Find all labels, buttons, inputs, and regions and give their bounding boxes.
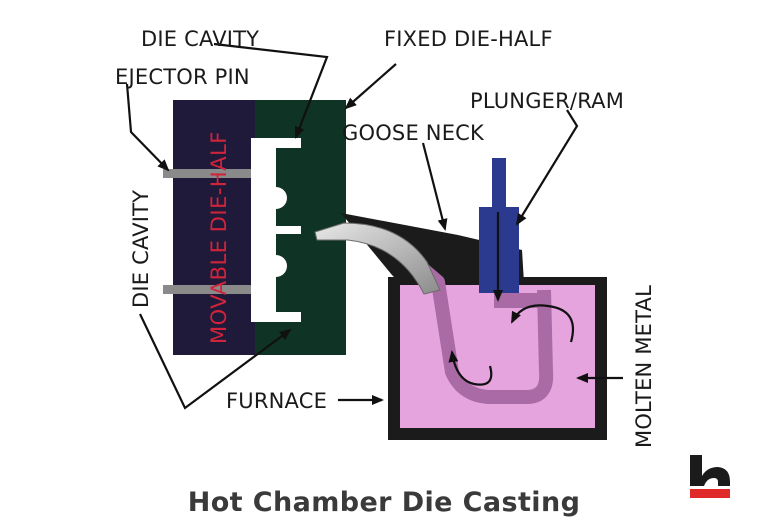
arrow-die-cavity-side — [139, 313, 292, 410]
arrow-goose-neck — [421, 142, 448, 231]
die-cavity — [251, 138, 301, 322]
goose-neck-channel — [405, 252, 554, 404]
arrow-die-cavity-top — [213, 42, 329, 139]
arrow-plunger-ram — [515, 109, 579, 226]
label-die-cavity-side: DIE CAVITY — [129, 190, 153, 308]
brand-logo — [690, 455, 730, 498]
molten-metal — [400, 285, 595, 428]
label-molten-metal: MOLTEN METAL — [632, 285, 656, 448]
label-die-cavity-top: DIE CAVITY — [141, 27, 259, 51]
label-fixed-die-half: FIXED DIE-HALF — [384, 27, 553, 51]
plunger-rod — [492, 158, 506, 208]
goose-neck-chamber — [494, 293, 544, 308]
flow-arrow-curl-right — [511, 304, 575, 343]
ejector-pin-top — [163, 169, 253, 178]
label-ejector-pin: EJECTOR PIN — [115, 65, 250, 89]
arrow-fixed-die-half — [344, 63, 397, 110]
flow-arrow-curl-left — [448, 350, 493, 386]
label-plunger-ram: PLUNGER/RAM — [470, 89, 624, 113]
movable-die-half — [173, 100, 255, 355]
label-furnace: FURNACE — [226, 389, 327, 413]
label-movable-die-half: MOVABLE DIE-HALF — [207, 131, 231, 344]
diagram-title: Hot Chamber Die Casting — [188, 487, 581, 518]
nozzle — [314, 222, 441, 295]
ejector-pin-bottom — [163, 285, 253, 294]
label-goose-neck: GOOSE NECK — [342, 121, 485, 145]
arrow-ejector-pin — [125, 83, 170, 172]
